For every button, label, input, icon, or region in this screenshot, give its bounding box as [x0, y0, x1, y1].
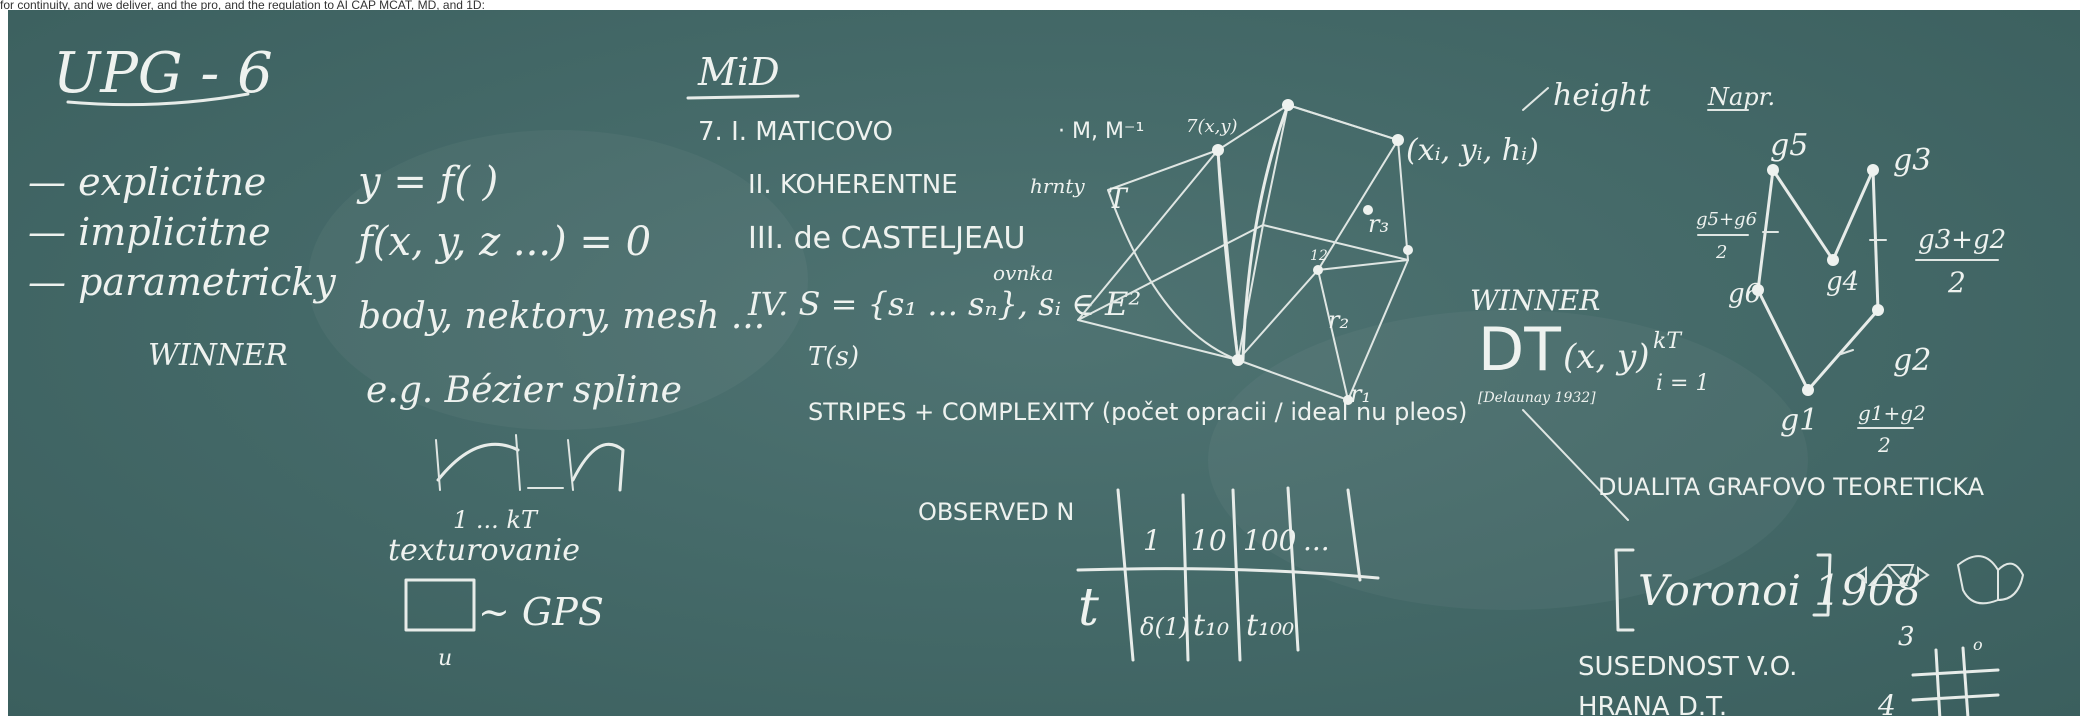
stripes-complexity: STRIPES + COMPLEXITY (počet opracii / id…	[808, 398, 1467, 426]
texture-box	[404, 578, 476, 632]
chalk-drawing: UPG - 6 — explicitne — implicitne — para…	[28, 41, 2025, 716]
graph-r2: r₂	[1328, 306, 1349, 334]
dt-i1: i = 1	[1656, 371, 1709, 396]
susednost: SUSEDNOST V.O.	[1578, 652, 1797, 682]
voronoi: Voronoi 1908	[1638, 566, 1921, 615]
graph-top-left: 7(x,y)	[1186, 116, 1238, 137]
g4: g4	[1826, 267, 1859, 297]
formula-implicit: f(x, y, z ...) = 0	[355, 219, 651, 265]
frac-right-num: g3+g2	[1918, 225, 2006, 255]
sequence: 1 ... kT	[453, 506, 539, 534]
table-bottom-0: δ(1)	[1140, 613, 1188, 641]
title-underline	[66, 92, 250, 107]
mesh-graph	[1077, 99, 1413, 405]
gps: ~ GPS	[478, 590, 604, 634]
hrana: HRANA D.T.	[1578, 692, 1727, 716]
frac-bottom-num: g1+g2	[1858, 401, 1926, 425]
mid-row1-note: · M, M⁻¹	[1058, 119, 1144, 144]
g5: g5	[1770, 128, 1808, 163]
mid-heading: MiD	[697, 50, 780, 94]
mid-row2: II. KOHERENTNE	[748, 170, 958, 200]
frac-bottom-den: 2	[1877, 433, 1891, 457]
texture-box-label: u	[438, 646, 452, 671]
mid-row3-note: ovnka	[993, 261, 1053, 285]
mid-row2-note: hrnty	[1030, 174, 1085, 198]
caption-text: for continuity, and we deliver, and the …	[0, 0, 485, 10]
napr: Napr.	[1707, 83, 1775, 111]
spline-sketch	[436, 442, 520, 482]
t-of-s: T(s)	[808, 342, 859, 372]
texturing: texturovanie	[388, 533, 580, 568]
g6: g6	[1728, 279, 1761, 309]
graph-r3: r₃	[1368, 210, 1389, 238]
g3: g3	[1893, 143, 1931, 178]
table-top-0: 1	[1143, 524, 1161, 557]
dualita: DUALITA GRAFOVO TEORETICKA	[1598, 473, 1985, 501]
mid-row3: III. de CASTELJEAU	[748, 221, 1025, 256]
mid-row4: IV. S = {s₁ ... sₙ}, sᵢ ∈ E²	[747, 285, 1141, 323]
observed-label: OBSERVED N	[918, 498, 1074, 526]
g2: g2	[1893, 343, 1931, 378]
voronoi-brackets	[1614, 548, 1832, 632]
item-explicit: — explicitne	[28, 160, 266, 204]
num-3: 3	[1898, 622, 1915, 652]
graph-r1: r₁	[1350, 380, 1371, 408]
delaunay-ref: [Delaunay 1932]	[1478, 390, 1596, 406]
table-top-3: ...	[1303, 524, 1330, 557]
formula-parametric: body, nektory, mesh ...	[358, 296, 765, 337]
frac-left-den: 2	[1715, 242, 1727, 263]
right-winner: WINNER	[1470, 284, 1600, 317]
example-bezier: e.g. Bézier spline	[366, 370, 682, 411]
g1: g1	[1780, 403, 1818, 438]
mid-row1: 7. I. MATICOVO	[698, 117, 893, 147]
frac-left-num: g5+g6	[1696, 209, 1757, 230]
t-label: t	[1078, 578, 1099, 638]
triangle-glyph	[1867, 563, 1915, 586]
table-top-1: 10	[1191, 524, 1227, 557]
dt-kt: kT	[1653, 329, 1683, 354]
graph-12: 12	[1310, 248, 1328, 264]
dt: DT	[1478, 315, 1561, 385]
hash-glyph	[1911, 646, 2000, 716]
num-4: 4	[1877, 689, 1896, 716]
table-top-2: 100	[1243, 524, 1296, 557]
voronoi-glyph	[1956, 555, 2025, 605]
frac-right-den: 2	[1947, 266, 1966, 299]
graph-height: height	[1553, 78, 1651, 113]
chalkboard: UPG - 6 — explicitne — implicitne — para…	[8, 10, 2080, 716]
svg-text:o: o	[1973, 635, 1983, 654]
dt-args: (x, y)	[1563, 337, 1650, 377]
spline-ticks	[435, 434, 574, 491]
left-winner: WINNER	[148, 338, 288, 373]
graph-xyh: (xᵢ, yᵢ, hᵢ)	[1406, 133, 1539, 168]
graph-T: T	[1108, 182, 1129, 215]
formula-explicit: y = f( )	[356, 159, 498, 205]
item-parametric: — parametricky	[28, 260, 336, 304]
table-bottom-1: t₁₀	[1193, 608, 1229, 643]
table-bottom-2: t₁₀₀	[1246, 608, 1294, 643]
table-grid	[1116, 486, 1362, 662]
item-implicit: — implicitne	[28, 210, 271, 254]
polygon-graph	[1752, 164, 1887, 396]
